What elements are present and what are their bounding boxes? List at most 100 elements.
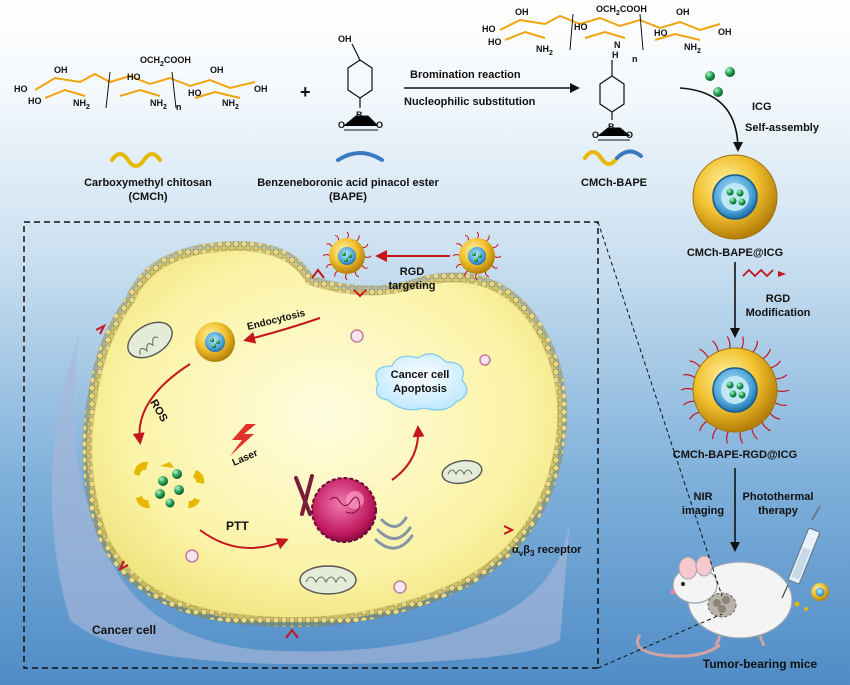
rgd-spike <box>325 263 333 269</box>
ptt-arrow <box>199 529 289 550</box>
bape-wave-icon <box>336 151 384 162</box>
icg-label: ICG <box>752 101 772 113</box>
product3-label: CMCh-BAPE-RGD@ICG <box>673 449 797 461</box>
chem-label: N <box>614 40 621 50</box>
chem-label: NH2 <box>222 98 239 111</box>
rgd-spike <box>493 255 502 258</box>
rgd-spike <box>491 243 499 249</box>
receptors <box>95 268 515 639</box>
rgd-spike <box>346 231 349 240</box>
chem-label: H <box>612 50 619 60</box>
chem-label: OH <box>718 27 732 37</box>
rgd-mod-label-2: Modification <box>746 307 811 319</box>
rgd-spike <box>456 243 463 248</box>
rgd-peptide-icon <box>742 268 774 278</box>
ptt-therapy-label-1: Photothermal <box>743 491 814 503</box>
nir-label-1: NIR <box>694 491 713 503</box>
syringe-icon <box>781 505 821 599</box>
zoom-line-top <box>597 221 723 597</box>
laser-bolt-icon <box>230 424 256 456</box>
reaction-step-bottom: Nucleophilic substitution <box>404 96 536 108</box>
apoptosis-label-2: Apoptosis <box>393 383 447 395</box>
receptor-label: αvβ3 receptor <box>512 544 582 558</box>
rgd-spike <box>345 272 348 281</box>
chem-label: OH <box>338 34 352 44</box>
nanoparticle-icg <box>692 154 778 240</box>
golgi-icon <box>374 516 414 550</box>
rgd-spike <box>322 254 331 257</box>
chem-label: HO <box>28 96 42 106</box>
rgd-spike <box>334 234 340 242</box>
bound-nanoparticle <box>322 231 372 281</box>
cmch-abbr: (CMCh) <box>128 191 167 203</box>
reaction-step-top: Bromination reaction <box>410 69 521 81</box>
bape-structure: OH B O O <box>338 34 383 131</box>
chem-label: NH2 <box>150 98 167 111</box>
rgd-peptide-arrowhead <box>778 271 786 277</box>
chem-label: HO <box>127 72 141 82</box>
rgd-targeting-label-2: targeting <box>388 280 435 292</box>
cmch-name: Carboxymethyl chitosan <box>84 177 212 189</box>
rgd-spike <box>476 231 479 240</box>
cmch-wave-icon <box>110 152 162 168</box>
chem-label: OH <box>54 65 68 75</box>
rgd-mod-label-1: RGD <box>766 293 791 305</box>
rgd-spike <box>355 235 360 242</box>
nir-label-2: imaging <box>682 505 724 517</box>
chem-label: n <box>176 102 182 112</box>
tissue-background <box>52 330 570 665</box>
icg-dots <box>705 67 735 97</box>
self-assembly-label: Self-assembly <box>745 122 820 134</box>
zoom-line-bottom <box>597 613 723 669</box>
chem-label: HO <box>482 24 496 34</box>
incoming-nanoparticle <box>452 231 502 281</box>
cancer-cell-label: Cancer cell <box>92 623 156 637</box>
chem-label: OH <box>515 7 529 17</box>
rgd-spike <box>363 255 372 258</box>
rgd-spike <box>326 243 333 248</box>
mitochondrion-icon <box>127 321 173 359</box>
rgd-spike <box>484 270 490 278</box>
nucleus <box>311 477 377 543</box>
chem-label: B <box>356 110 363 120</box>
rgd-spike <box>334 270 339 277</box>
chem-label: O <box>592 130 599 140</box>
disassembled-particle <box>133 461 205 509</box>
rgd-spike <box>354 270 360 278</box>
rgd-spike <box>464 234 470 242</box>
chem-label: NH2 <box>536 44 553 57</box>
ptt-therapy-label-2: therapy <box>758 505 799 517</box>
mitochondrion-icon <box>299 565 357 595</box>
chem-label: O <box>338 120 345 130</box>
ptt-label: PTT <box>226 519 249 533</box>
small-nanoparticle-icon <box>794 583 829 611</box>
chem-label: OH <box>210 65 224 75</box>
chem-label: OCH2COOH <box>140 55 191 68</box>
chem-label: NH2 <box>73 98 90 111</box>
chem-label: O <box>376 120 383 130</box>
rgd-spike <box>485 235 490 242</box>
cmch-bape-wave-icon <box>583 149 643 166</box>
rgd-spike <box>452 254 461 257</box>
rgd-targeting-label-1: RGD <box>400 266 425 278</box>
chem-label: OCH2COOH <box>596 4 647 17</box>
product2-label: CMCh-BAPE@ICG <box>687 247 783 259</box>
plus-sign: + <box>300 82 311 102</box>
chromosome-icon <box>294 474 314 516</box>
chem-label: NH2 <box>684 42 701 55</box>
ros-arrow <box>132 363 191 445</box>
rgd-spike <box>455 263 463 269</box>
chem-label: HO <box>574 22 588 32</box>
chem-label: HO <box>654 28 668 38</box>
mitochondrion-icon <box>441 459 483 485</box>
product1-label: CMCh-BAPE <box>581 177 647 189</box>
mice-label: Tumor-bearing mice <box>703 657 818 671</box>
chem-label: B <box>608 122 615 132</box>
self-assembly-arrow <box>679 87 743 152</box>
endocytosis-arrow <box>243 317 321 344</box>
bape-name: Benzeneboronic acid pinacol ester <box>257 177 439 189</box>
chem-label: n <box>632 54 638 64</box>
apoptosis-label-1: Cancer cell <box>391 369 450 381</box>
